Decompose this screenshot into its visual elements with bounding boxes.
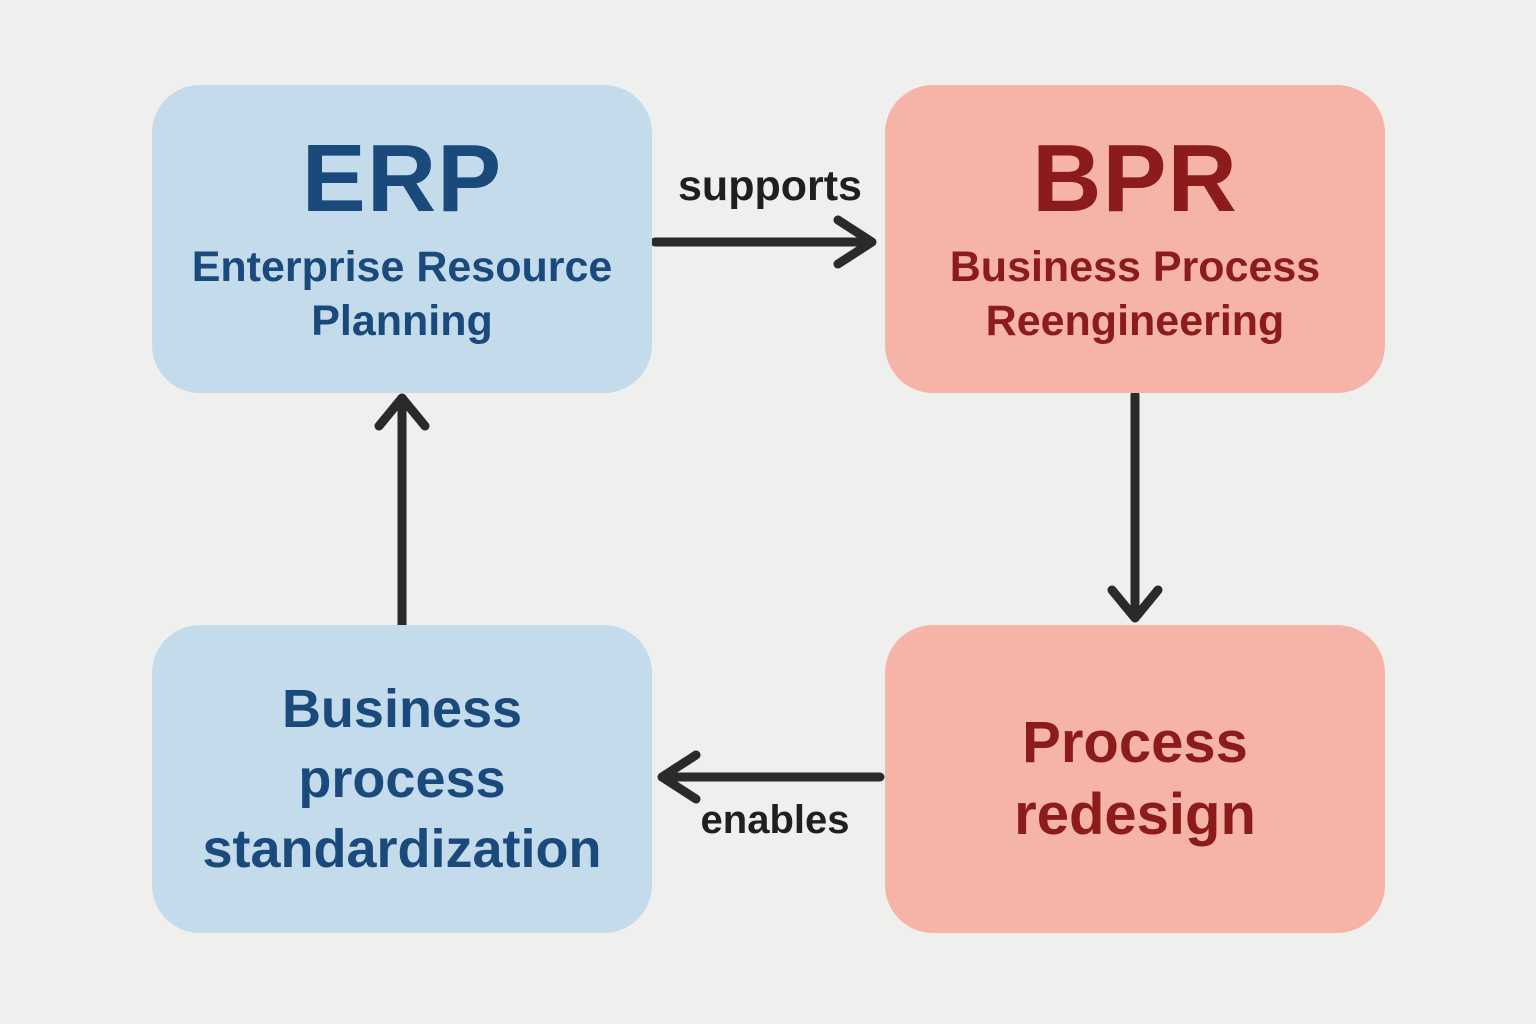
arrow-bpr-to-process-redesign — [1107, 390, 1163, 623]
edge-label-supports: supports — [678, 162, 862, 210]
node-bpr: BPR Business Process Reengineering — [885, 85, 1385, 393]
arrow-erp-to-bpr — [650, 215, 877, 269]
node-erp-abbr: ERP — [301, 125, 503, 233]
node-business-process-standardization: Business process standardization — [152, 625, 652, 933]
arrow-process-redesign-to-bps — [657, 750, 885, 804]
edge-label-enables: enables — [700, 798, 850, 842]
node-process-redesign: Process redesign — [885, 625, 1385, 933]
node-process-redesign-label: Process redesign — [1014, 710, 1256, 847]
node-bpr-full-name: Business Process Reengineering — [949, 243, 1321, 346]
node-bpr-abbr: BPR — [1032, 125, 1238, 233]
node-bps-label: Business process standardization — [202, 678, 602, 880]
node-erp: ERP Enterprise Resource Planning — [152, 85, 652, 393]
arrow-bps-to-erp — [374, 393, 430, 632]
node-erp-full-name: Enterprise Resource Planning — [191, 243, 613, 346]
